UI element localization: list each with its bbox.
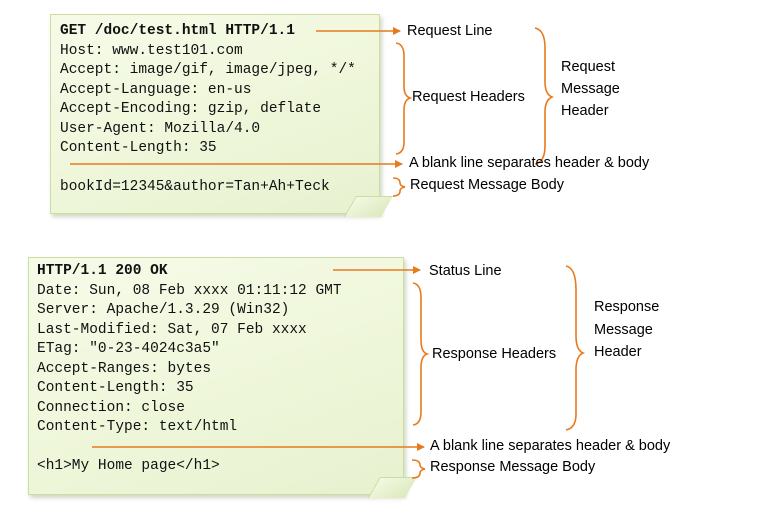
- response-header-date: Date: Sun, 08 Feb xxxx 01:11:12 GMT: [37, 283, 342, 299]
- request-line: GET /doc/test.html HTTP/1.1: [60, 23, 295, 39]
- response-body: <h1>My Home page</h1>: [37, 458, 220, 474]
- label-status-line: Status Line: [429, 263, 502, 279]
- request-header-user-agent: User-Agent: Mozilla/4.0: [60, 121, 261, 137]
- response-header-connection: Connection: close: [37, 400, 185, 416]
- response-message-note: [28, 257, 404, 495]
- response-header-server: Server: Apache/1.3.29 (Win32): [37, 302, 290, 318]
- request-header-accept: Accept: image/gif, image/jpeg, */*: [60, 62, 356, 78]
- label-request-headers: Request Headers: [412, 89, 525, 105]
- request-message-header-brace: [534, 27, 555, 165]
- response-headers-brace: [412, 282, 430, 426]
- response-header-accept-ranges: Accept-Ranges: bytes: [37, 361, 212, 377]
- request-body: bookId=12345&author=Tan+Ah+Teck: [60, 179, 330, 195]
- label-request-message-header-3: Header: [561, 103, 609, 119]
- label-request-message-header-1: Request: [561, 59, 616, 75]
- response-message-header-brace: [565, 265, 586, 431]
- response-header-content-type: Content-Type: text/html: [37, 419, 238, 435]
- label-request-message-header-2: Message: [561, 81, 620, 97]
- label-response-message-header-2: Message: [594, 322, 653, 338]
- request-header-host: Host: www.test101.com: [60, 43, 243, 59]
- request-message-note: [50, 14, 380, 214]
- response-header-content-length: Content-Length: 35: [37, 380, 194, 396]
- label-response-message-header-3: Header: [594, 344, 642, 360]
- request-headers-brace: [395, 42, 413, 155]
- response-header-etag: ETag: "0-23-4024c3a5": [37, 341, 220, 357]
- label-response-message-header-1: Response: [594, 299, 660, 315]
- label-response-headers: Response Headers: [432, 346, 557, 362]
- request-header-content-length: Content-Length: 35: [60, 140, 217, 156]
- response-body-brace: [411, 459, 426, 479]
- request-header-accept-language: Accept-Language: en-us: [60, 82, 252, 98]
- label-request-message-body: Request Message Body: [410, 177, 564, 193]
- request-body-brace: [392, 177, 406, 197]
- status-line: HTTP/1.1 200 OK: [37, 263, 168, 279]
- label-request-blank-line: A blank line separates header & body: [409, 155, 650, 171]
- label-request-line: Request Line: [407, 23, 493, 39]
- label-response-blank-line: A blank line separates header & body: [430, 438, 671, 454]
- response-header-last-modified: Last-Modified: Sat, 07 Feb xxxx: [37, 322, 307, 338]
- label-response-message-body: Response Message Body: [430, 459, 596, 475]
- request-header-accept-encoding: Accept-Encoding: gzip, deflate: [60, 101, 322, 117]
